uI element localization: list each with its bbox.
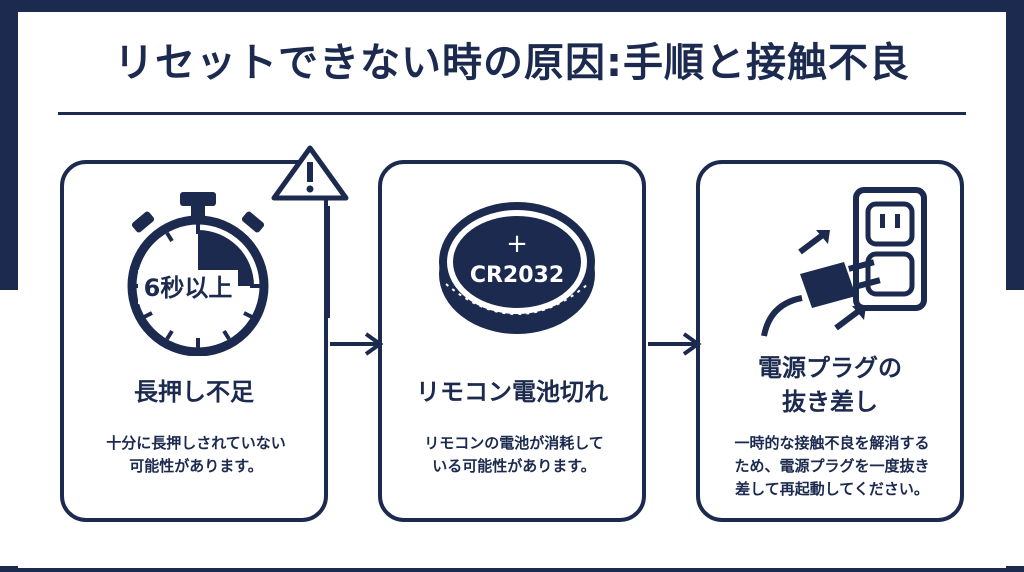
coin-battery-icon: + CR2032 [439,202,595,334]
card-desc-line-2: ため、電源プラグを一度抜き [734,457,930,475]
power-plug-icon [761,187,927,337]
card-desc-line-2: 可能性があります。 [129,457,263,475]
right-border [1006,0,1024,290]
bottom-border [0,566,1024,572]
card-title-long-press: 長押し不足 [134,378,254,406]
battery-plus: + [506,229,528,259]
card-desc-line-1: 十分に長押しされていない [106,434,286,452]
left-border [0,0,18,290]
card-desc-line-1: 一時的な接触不良を解消する [734,434,930,452]
battery-label: CR2032 [470,263,564,288]
top-border [0,0,1024,12]
card-desc-line-3: 差して再起動してください。 [735,480,929,498]
card-title-plug-line-2: 抜き差し [782,388,878,416]
card-desc-line-1: リモコンの電池が消耗して [424,434,604,452]
card-desc-line-2: いる可能性があります。 [432,457,596,475]
cause-card-long-press: 6秒以上 長押し不足 十分に長押しされていない 可能性があります。 [60,160,328,522]
cause-card-battery: + CR2032 リモコン電池切れ リモコンの電池が消耗して いる可能性がありま… [378,160,646,522]
timer-label: 6秒以上 [144,274,233,302]
stopwatch-icon: 6秒以上 [127,192,269,356]
cause-card-plug: 電源プラグの 抜き差し 一時的な接触不良を解消する ため、電源プラグを一度抜き … [696,160,964,522]
card-title-battery: リモコン電池切れ [416,378,608,406]
page-title: リセットできない時の原因:手順と接触不良 [114,40,910,86]
title-divider [58,112,966,115]
card-title-plug-line-1: 電源プラグの [758,354,902,382]
